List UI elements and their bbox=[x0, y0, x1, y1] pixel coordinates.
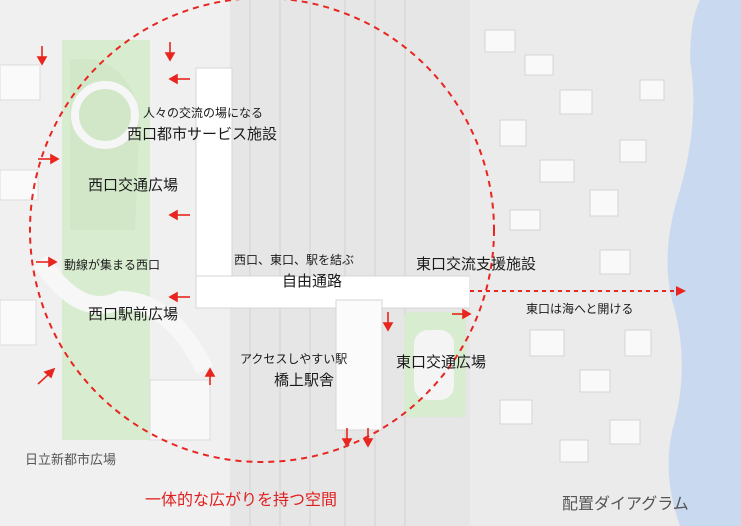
free-passage-subtitle: 西口、東口、駅を結ぶ bbox=[234, 253, 355, 267]
bridge-station-label: 橋上駅舎 bbox=[274, 371, 335, 389]
west-transport-plaza-label: 西口交通広場 bbox=[88, 176, 179, 194]
diagram-title: 配置ダイアグラム bbox=[562, 494, 689, 513]
east-bus-loop bbox=[414, 330, 454, 400]
east-open-sea-label: 東口は海へと開ける bbox=[526, 302, 634, 316]
west-service-subtitle: 人々の交流の場になる bbox=[143, 106, 264, 120]
station-subtitle: アクセスしやすい駅 bbox=[240, 352, 348, 366]
east-buildings bbox=[484, 29, 665, 463]
east-transport-plaza-label: 東口交通広場 bbox=[396, 353, 487, 371]
unified-space-caption: 一体的な広がりを持つ空間 bbox=[145, 490, 338, 509]
hitachi-plaza-label: 日立新都市広場 bbox=[25, 453, 117, 468]
east-support-facility-label: 東口交流支援施設 bbox=[416, 255, 537, 273]
free-passage-label: 自由通路 bbox=[282, 272, 343, 290]
sea bbox=[667, 0, 741, 526]
building bbox=[149, 379, 211, 441]
west-station-plaza-label: 西口駅前広場 bbox=[88, 305, 179, 323]
building bbox=[0, 64, 41, 101]
west-gathering-label: 動線が集まる西口 bbox=[64, 258, 161, 272]
roundabout-road bbox=[71, 81, 139, 149]
west-service-building bbox=[195, 67, 233, 309]
west-curved-road bbox=[32, 254, 214, 375]
east-sea-arrowhead bbox=[676, 286, 686, 296]
unified-space-circle bbox=[29, 0, 495, 463]
bridge-station-building bbox=[335, 299, 383, 431]
building bbox=[0, 299, 37, 346]
west-service-label: 西口都市サービス施設 bbox=[127, 125, 278, 143]
flow-arrows bbox=[36, 42, 472, 448]
